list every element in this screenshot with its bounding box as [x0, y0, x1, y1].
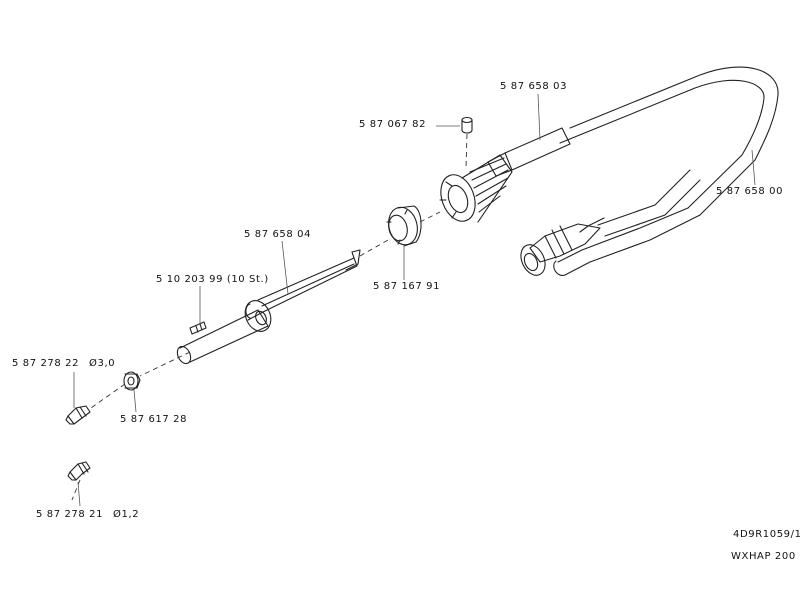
part-number: 5 87 278 22 — [12, 358, 80, 369]
leader-nozzle-small — [77, 481, 81, 507]
leader-heater-element — [281, 240, 289, 295]
cable-sleeve-drawing — [487, 127, 571, 177]
drawing-number: 4D9R1059/1 — [733, 529, 800, 540]
model-name: WXHAP 200 — [731, 551, 796, 562]
leader-cable-hose — [751, 149, 756, 186]
assembly-axis-screw — [465, 133, 468, 169]
part-label-nozzle-nut: 5 87 617 28 — [120, 414, 188, 425]
part-label-nozzle-small: 5 87 278 21 Ø1,2 — [36, 510, 139, 520]
cable-hose-drawing — [553, 66, 779, 277]
leader-nozzle-nut — [133, 389, 137, 413]
heater-shaft-drawing — [176, 300, 272, 365]
set-screw-drawing — [461, 116, 473, 134]
part-label-screw-pack: 5 10 203 99 (10 St.) — [156, 274, 269, 285]
screw-drawing — [189, 321, 207, 335]
part-label-nozzle-large: 5 87 278 22 Ø3,0 — [12, 359, 115, 369]
handle-body-drawing — [439, 154, 513, 223]
diameter-value: Ø3,0 — [89, 358, 116, 369]
part-label-cable-hose: 5 87 658 00 — [716, 186, 784, 197]
part-label-nut-ring: 5 87 167 91 — [373, 281, 441, 292]
heater-element-drawing — [245, 249, 361, 321]
nozzle-small-drawing — [67, 461, 91, 481]
connector-plug-drawing — [520, 223, 601, 276]
part-label-heater-element: 5 87 658 04 — [244, 229, 312, 240]
assembly-axis-heater — [359, 239, 389, 257]
nozzle-large-drawing — [65, 405, 91, 425]
assembly-axis-small-nozzle — [71, 479, 81, 501]
part-label-set-screw: 5 87 067 82 — [359, 119, 427, 130]
leader-cable-sleeve — [537, 93, 541, 141]
diameter-value: Ø1,2 — [113, 509, 140, 520]
assembly-axis-nozzle — [87, 383, 126, 411]
part-label-cable-sleeve: 5 87 658 03 — [500, 81, 568, 92]
nut-ring-drawing — [386, 205, 422, 247]
assembly-axis-main — [139, 351, 191, 377]
assembly-axis-nut — [419, 211, 441, 223]
part-number: 5 87 278 21 — [36, 509, 104, 520]
nozzle-nut-drawing — [123, 371, 141, 391]
